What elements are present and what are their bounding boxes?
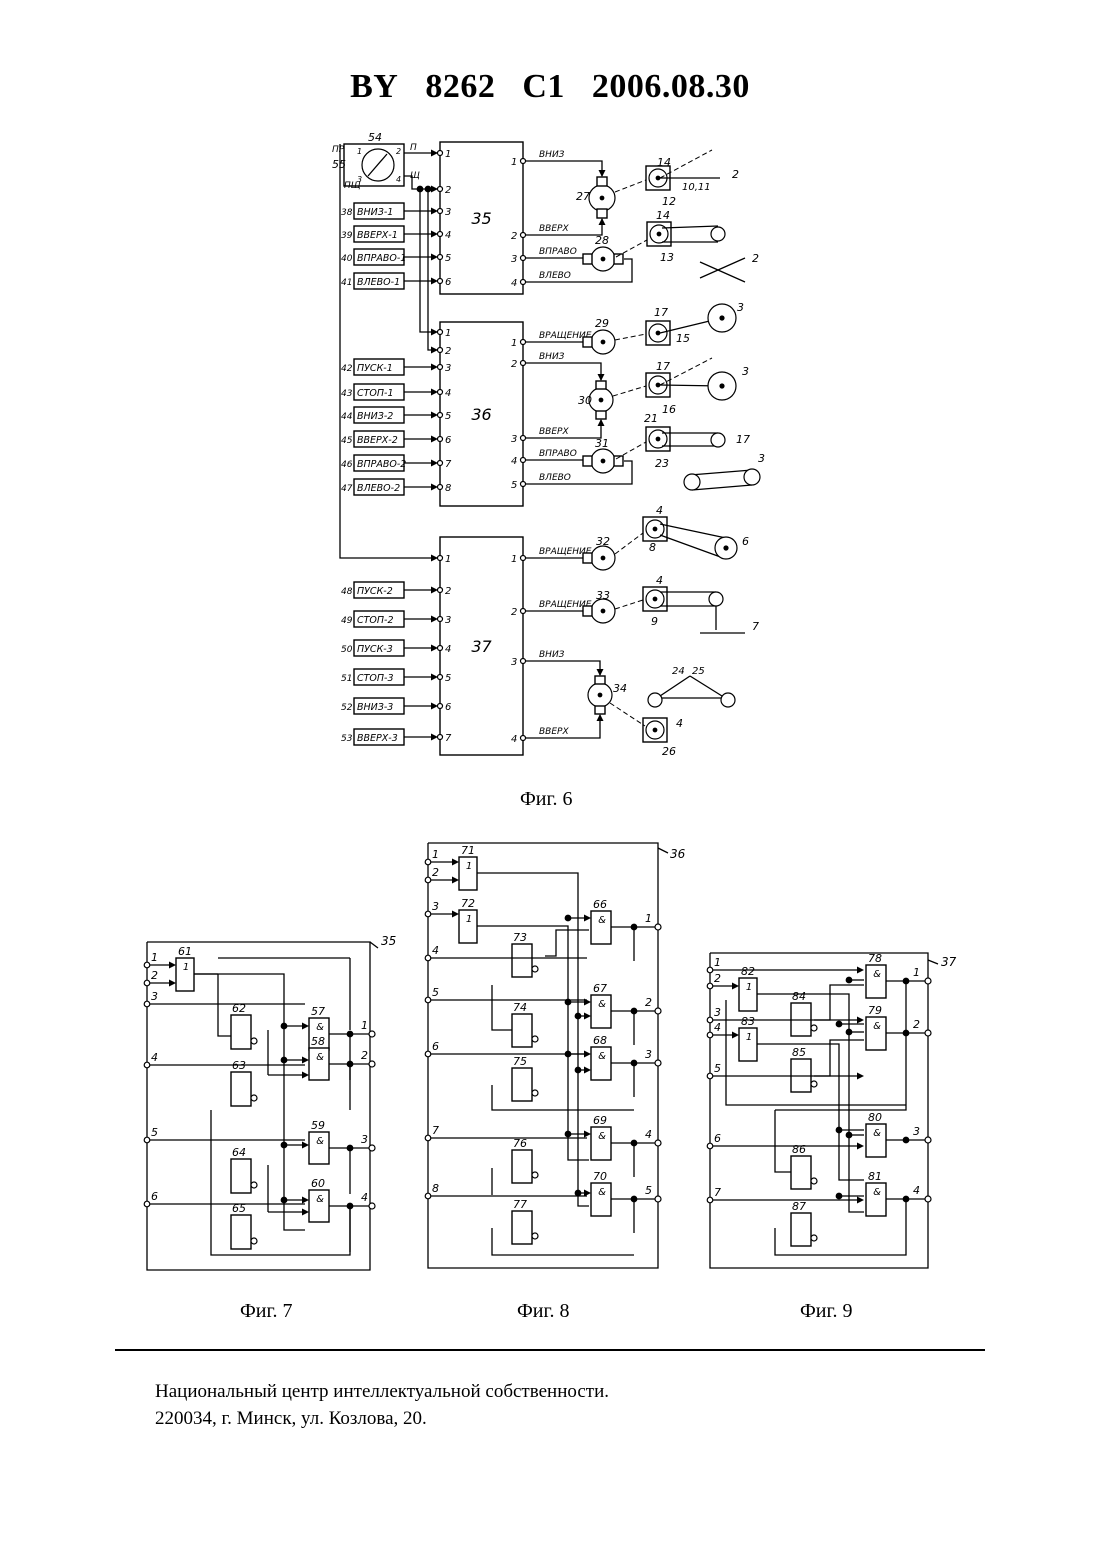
input-terminal <box>707 1073 713 1079</box>
output-terminal <box>925 978 931 984</box>
inverter-86 <box>791 1156 811 1189</box>
arrow-head <box>857 967 864 974</box>
junction-dot <box>836 1021 842 1027</box>
figure-7-caption: Фиг. 7 <box>240 1300 292 1323</box>
junction-dot <box>846 1132 852 1138</box>
footer-divider <box>115 1349 985 1351</box>
junction-dot <box>846 977 852 983</box>
output-pin-label: 4 <box>913 1184 920 1197</box>
arrow-head <box>732 1032 739 1039</box>
arrow-head <box>857 1143 864 1150</box>
inversion-bubble <box>811 1235 817 1241</box>
inverter-87 <box>791 1213 811 1246</box>
input-pin-label: 7 <box>714 1186 721 1199</box>
input-pin-label: 6 <box>714 1132 721 1145</box>
gate-number-label: 87 <box>792 1200 806 1213</box>
junction-dot <box>836 1127 842 1133</box>
input-pin-label: 1 <box>714 956 721 969</box>
gate-number-label: 84 <box>792 990 806 1003</box>
inversion-bubble <box>811 1081 817 1087</box>
output-terminal <box>925 1030 931 1036</box>
footer-line-1: Национальный центр интеллектуальной собс… <box>155 1378 609 1405</box>
gate-number-label: 82 <box>741 965 755 978</box>
junction-dot <box>903 1137 909 1143</box>
gate-number-label: 80 <box>868 1111 882 1124</box>
inversion-bubble <box>811 1178 817 1184</box>
footer-line-2: 220034, г. Минск, ул. Козлова, 20. <box>155 1405 609 1432</box>
wire <box>814 985 864 1020</box>
gate-number-label: 79 <box>868 1004 882 1017</box>
input-terminal <box>707 967 713 973</box>
input-terminal <box>707 983 713 989</box>
gate-symbol: & <box>873 1021 881 1032</box>
gate-symbol: 1 <box>746 982 752 993</box>
input-terminal <box>707 1017 713 1023</box>
output-terminal <box>925 1137 931 1143</box>
figure-9-diagram: 37 1 82 1 83 & 78 1 84 & 79 2 85 & 80 3 86 & 81 4 87 1 2 3 4 5 6 7 <box>0 0 1100 1300</box>
input-pin-label: 2 <box>714 972 721 985</box>
junction-dot <box>846 1029 852 1035</box>
gate-symbol: & <box>873 969 881 980</box>
block-number-label: 37 <box>941 955 957 969</box>
input-pin-label: 5 <box>714 1062 721 1075</box>
input-pin-label: 3 <box>714 1006 721 1019</box>
arrow-head <box>857 1073 864 1080</box>
gate-symbol: & <box>873 1187 881 1198</box>
junction-dot <box>836 1193 842 1199</box>
output-pin-label: 3 <box>913 1125 920 1138</box>
gate-number-label: 83 <box>741 1015 755 1028</box>
input-pin-label: 4 <box>714 1021 721 1034</box>
footer: Национальный центр интеллектуальной собс… <box>155 1378 609 1432</box>
wire <box>928 960 938 964</box>
gate-number-label: 85 <box>792 1046 806 1059</box>
input-terminal <box>707 1032 713 1038</box>
figure-9-caption: Фиг. 9 <box>800 1300 852 1323</box>
arrow-head <box>857 1017 864 1024</box>
gate-number-label: 78 <box>868 952 882 965</box>
gate-number-label: 86 <box>792 1143 806 1156</box>
gate-number-label: 81 <box>868 1170 882 1183</box>
wire <box>775 1110 791 1172</box>
output-terminal <box>925 1196 931 1202</box>
gate-symbol: & <box>873 1128 881 1139</box>
input-terminal <box>707 1143 713 1149</box>
output-pin-label: 1 <box>913 966 920 979</box>
inversion-bubble <box>811 1025 817 1031</box>
gate-symbol: 1 <box>746 1032 752 1043</box>
figure-8-caption: Фиг. 8 <box>517 1300 569 1323</box>
arrow-head <box>732 983 739 990</box>
input-terminal <box>707 1197 713 1203</box>
output-pin-label: 2 <box>913 1018 920 1031</box>
arrow-head <box>857 1197 864 1204</box>
